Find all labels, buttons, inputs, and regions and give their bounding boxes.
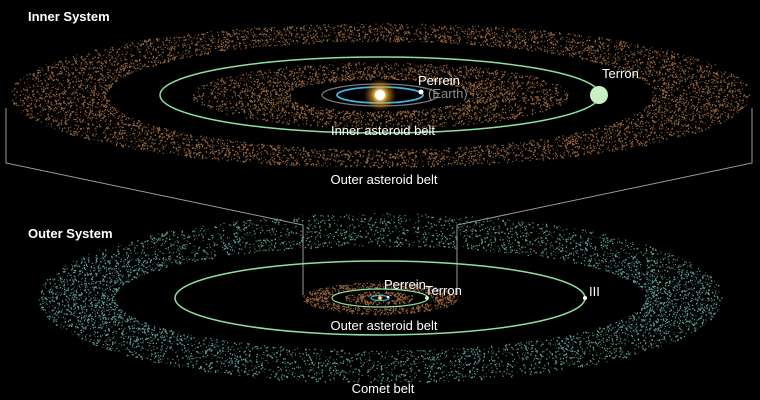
outer-inner-asteroid-belt — [345, 291, 414, 306]
inner-system-title: Inner System — [28, 9, 110, 24]
inner-system-asteroid-belts — [11, 23, 751, 169]
outer-terron-label: Terron — [425, 283, 462, 298]
outer-system-belts — [38, 213, 723, 385]
inner-sun — [375, 90, 385, 100]
outer-planet-iii — [583, 296, 587, 300]
inner-asteroid-belt-label: Inner asteroid belt — [330, 123, 436, 138]
outer-terron-planet — [425, 296, 429, 300]
inner-terron-label: Terron — [602, 66, 639, 81]
outer-comet-belt — [38, 213, 723, 385]
outer-outer-asteroid-belt — [303, 282, 459, 316]
inner-terron-planet — [590, 86, 608, 104]
outer-perrein-label: Perrein — [384, 277, 426, 292]
inner-outer-asteroid-belt-label: Outer asteroid belt — [330, 172, 438, 187]
outer-sun — [377, 295, 383, 301]
inner-inner-asteroid-belt — [193, 62, 569, 130]
inner-earth-label: (Earth) — [428, 86, 468, 101]
outer-asteroid-belt-label: Outer asteroid belt — [330, 318, 438, 333]
comet-belt-label: Comet belt — [351, 381, 415, 396]
inner-perrein-planet — [418, 89, 424, 95]
outer-system-title: Outer System — [28, 226, 113, 241]
outer-perrein-planet — [386, 295, 390, 299]
zoom-connector-lines — [5, 108, 753, 295]
zoom-line-left — [5, 108, 304, 295]
zoom-line-right — [456, 108, 753, 295]
inner-perrein-label: Perrein — [418, 73, 460, 88]
outer-planet-iii-label: III — [589, 284, 600, 299]
